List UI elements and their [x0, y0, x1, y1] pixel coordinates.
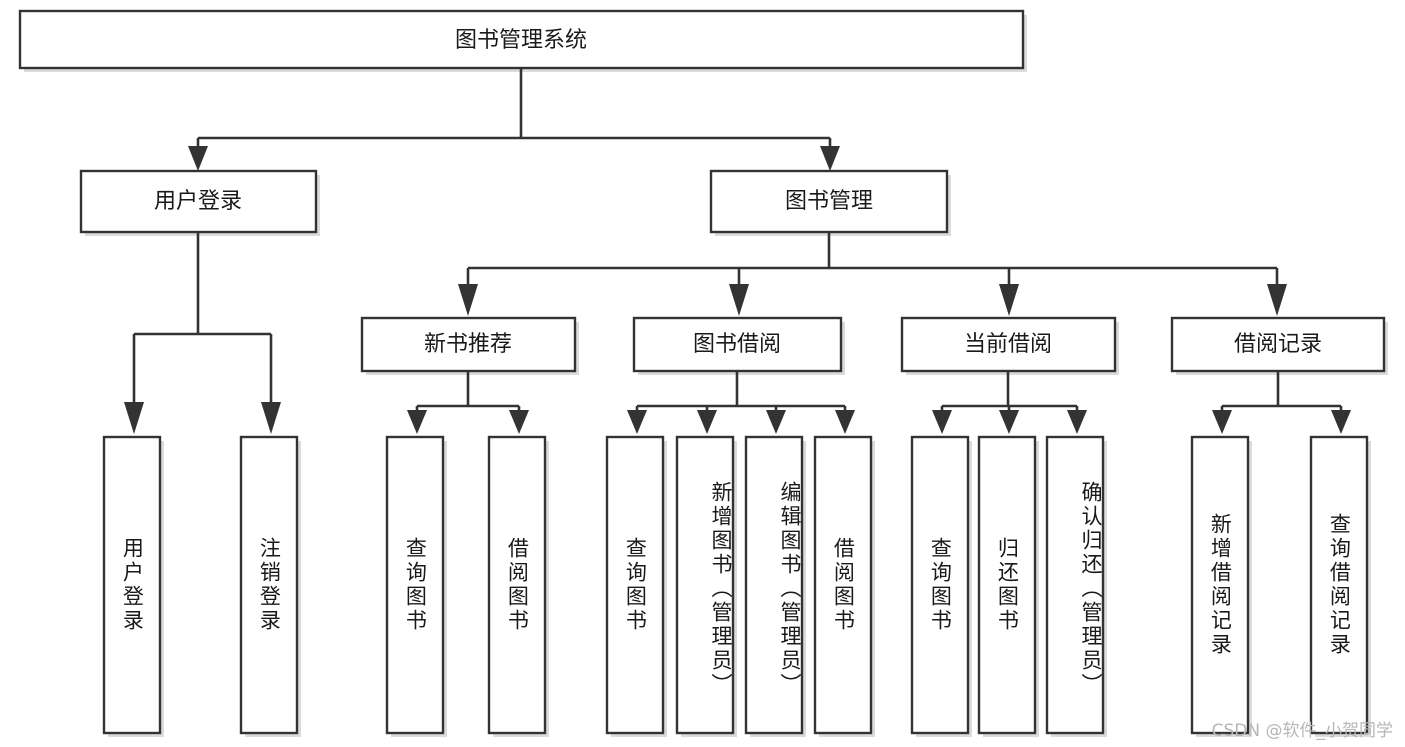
leaf-confirm-return-admin[interactable] [1045, 435, 1107, 737]
node-user-login-label: 用户登录 [154, 189, 242, 214]
node-root-label: 图书管理系统 [455, 28, 587, 53]
leaf-query-book-current[interactable] [910, 435, 972, 737]
node-user-login[interactable]: 用户登录 [79, 169, 320, 236]
node-current-borrow-label: 当前借阅 [964, 332, 1052, 357]
arrowhead-leaf-edit-book-admin [766, 410, 786, 434]
arrowhead-leaf-query-book-borrow [627, 410, 647, 434]
arrowhead-leaf-borrow-book-recommend [509, 410, 529, 434]
node-borrow-record-label: 借阅记录 [1234, 332, 1322, 357]
arrowhead-book-management [820, 146, 840, 171]
arrowhead-leaf-query-borrow-record [1331, 410, 1351, 434]
node-book-borrow-label: 图书借阅 [693, 332, 781, 357]
arrowhead-current-borrow [999, 284, 1019, 316]
node-book-borrow[interactable]: 图书借阅 [632, 316, 845, 375]
leaf-borrow-book[interactable] [813, 435, 875, 737]
arrowhead-leaf-add-book-admin [697, 410, 717, 434]
leaf-add-borrow-record[interactable] [1190, 435, 1252, 737]
node-current-borrow[interactable]: 当前借阅 [900, 316, 1119, 375]
node-book-management-label: 图书管理 [785, 189, 873, 214]
leaf-edit-book-admin[interactable] [744, 435, 806, 737]
arrowhead-new-book [458, 284, 478, 316]
arrowhead-leaf-query-book-recommend [407, 410, 427, 434]
arrowhead-leaf-return-book [999, 410, 1019, 434]
arrowhead-leaf-confirm-return-admin [1067, 410, 1087, 434]
watermark: CSDN @软件_小贺同学 [1211, 721, 1393, 741]
leaf-logout[interactable] [239, 435, 301, 737]
leaf-borrow-book-recommend[interactable] [487, 435, 549, 737]
leaf-return-book[interactable] [977, 435, 1039, 737]
arrowhead-leaf-logout [261, 402, 281, 434]
node-new-book-recommendation[interactable]: 新书推荐 [360, 316, 579, 375]
leaf-query-borrow-record[interactable] [1309, 435, 1371, 737]
arrowhead-borrow-record [1267, 284, 1287, 316]
leaf-user-login[interactable] [102, 435, 164, 737]
leaf-query-book-recommend[interactable] [385, 435, 447, 737]
arrowhead-leaf-user-login [124, 402, 144, 434]
arrowhead-book-borrow [729, 284, 749, 316]
arrowhead-leaf-borrow-book [835, 410, 855, 434]
node-book-management[interactable]: 图书管理 [709, 169, 951, 236]
arrowhead-user-login [188, 146, 208, 171]
node-root-library-management-system[interactable]: 图书管理系统 [18, 9, 1027, 72]
leaf-query-book-borrow[interactable] [605, 435, 667, 737]
arrowhead-leaf-query-book-current [932, 410, 952, 434]
node-borrow-record[interactable]: 借阅记录 [1170, 316, 1388, 375]
leaf-add-book-admin[interactable] [675, 435, 737, 737]
node-new-book-label: 新书推荐 [424, 332, 512, 357]
arrowhead-leaf-add-borrow-record [1212, 410, 1232, 434]
